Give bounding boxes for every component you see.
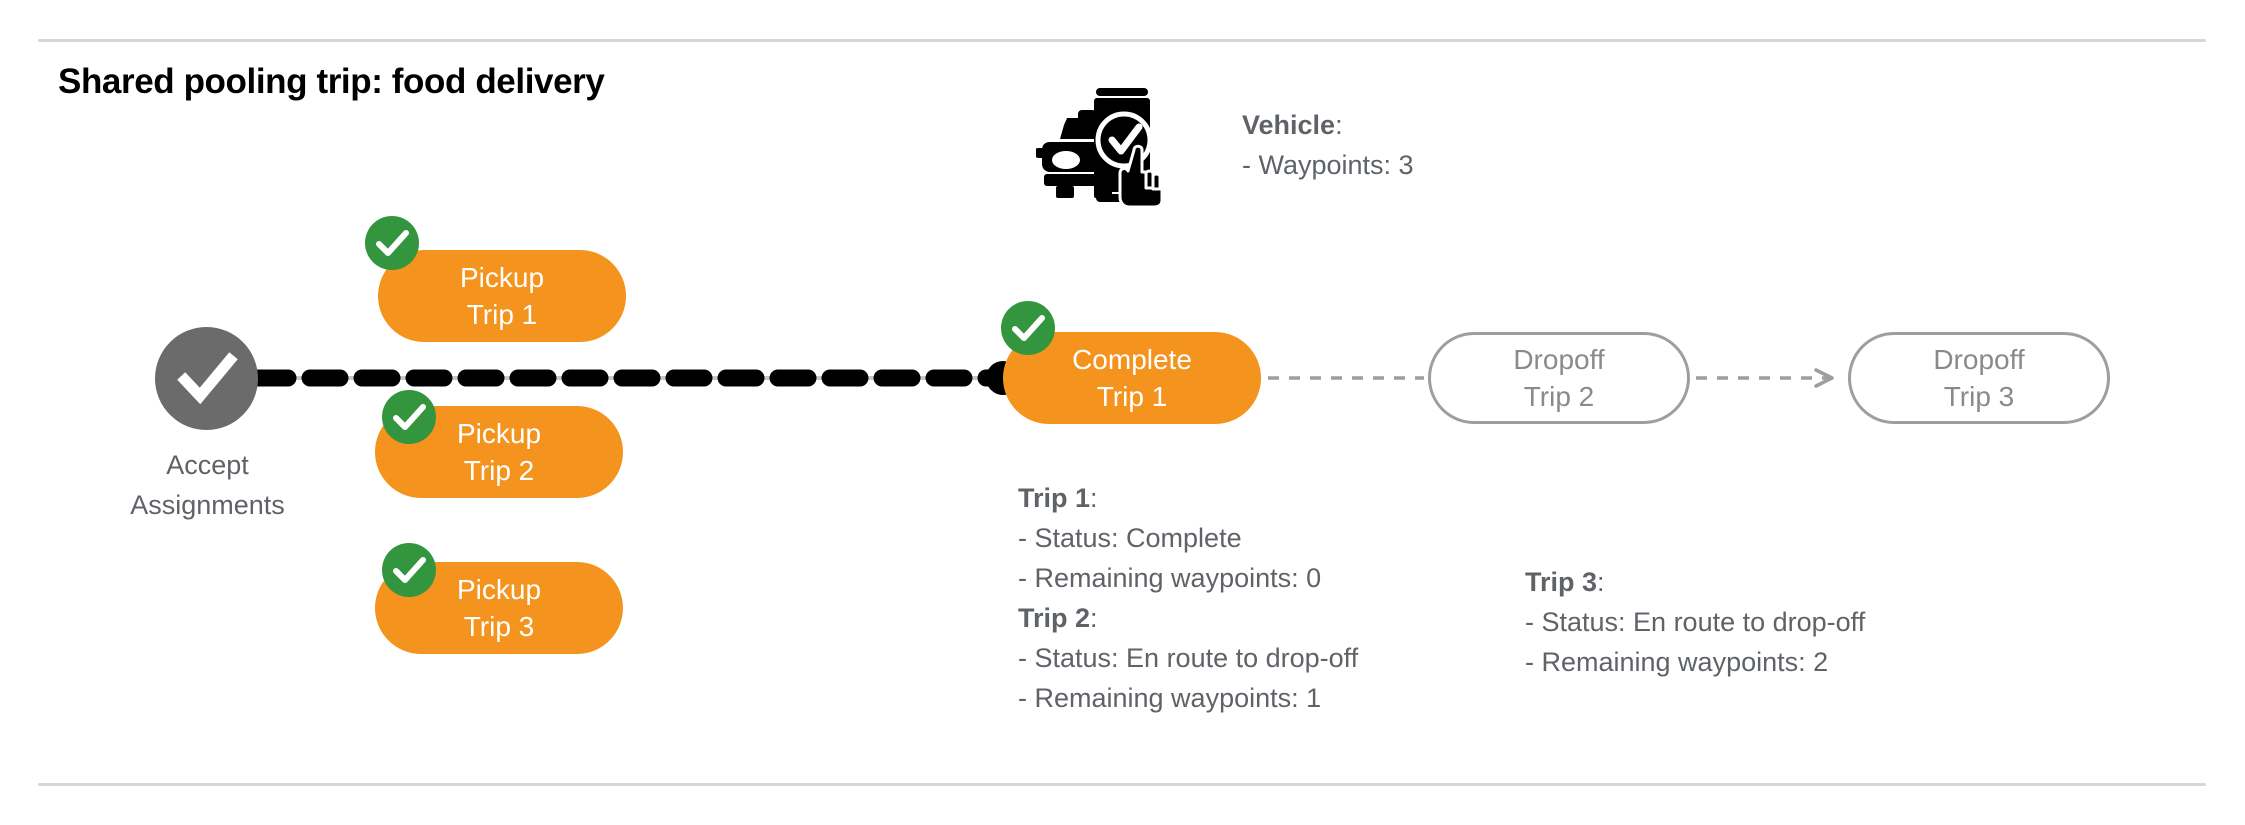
page-title: Shared pooling trip: food delivery xyxy=(58,62,605,101)
arrowhead-icon xyxy=(1814,368,1834,388)
vehicle-label-colon: : xyxy=(1335,110,1343,140)
trip-details-right: Trip 3: - Status: En route to drop-off -… xyxy=(1525,562,1865,682)
node-dropoff-trip-3-line1: Dropoff xyxy=(1933,344,2025,375)
node-pickup-trip-2-line1: Pickup xyxy=(456,418,542,449)
node-pickup-trip-1[interactable]: Pickup Trip 1 xyxy=(378,250,626,342)
node-pickup-trip-3-line2: Trip 3 xyxy=(463,611,535,642)
vehicle-label-line: Vehicle: xyxy=(1242,105,1414,145)
top-divider xyxy=(38,39,2206,42)
vehicle-info: Vehicle: - Waypoints: 3 xyxy=(1242,105,1414,185)
check-badge-icon-pickup-trip-1 xyxy=(365,216,419,270)
trip-2-heading-line: Trip 2: xyxy=(1018,598,1358,638)
car-phone-check-icon xyxy=(1033,82,1191,209)
accept-assignments-node[interactable] xyxy=(155,327,258,430)
node-dropoff-trip-3[interactable]: Dropoff Trip 3 xyxy=(1848,332,2110,424)
accept-label-line-1: Accept xyxy=(166,450,249,480)
trip-3-status: - Status: En route to drop-off xyxy=(1525,607,1866,637)
trip-2-waypoints: - Remaining waypoints: 1 xyxy=(1018,683,1322,713)
bottom-divider xyxy=(38,783,2206,786)
node-pickup-trip-2-line2: Trip 2 xyxy=(463,455,535,486)
trip-details-left: Trip 1: - Status: Complete - Remaining w… xyxy=(1018,478,1358,718)
check-badge-icon-pickup-trip-2 xyxy=(382,390,436,444)
trip-2-heading-colon: : xyxy=(1090,603,1098,633)
check-badge-icon-complete-trip-1 xyxy=(1001,301,1055,355)
node-complete-trip-1-line1: Complete xyxy=(1072,344,1192,375)
trip-3-heading: Trip 3 xyxy=(1525,567,1598,597)
trip-1-heading-line: Trip 1: xyxy=(1018,478,1358,518)
trip-2-status: - Status: En route to drop-off xyxy=(1018,643,1359,673)
node-pickup-trip-1-line2: Trip 1 xyxy=(466,299,538,330)
check-circle-icon xyxy=(155,327,258,430)
trip-1-status: - Status: Complete xyxy=(1018,523,1242,553)
trip-2-heading: Trip 2 xyxy=(1018,603,1091,633)
trip-1-waypoints: - Remaining waypoints: 0 xyxy=(1018,563,1322,593)
node-dropoff-trip-2[interactable]: Dropoff Trip 2 xyxy=(1428,332,1690,424)
node-dropoff-trip-2-line2: Trip 2 xyxy=(1523,381,1595,412)
accept-label-line-2: Assignments xyxy=(130,490,285,520)
node-complete-trip-1[interactable]: Complete Trip 1 xyxy=(1003,332,1261,424)
check-badge-icon-pickup-trip-3 xyxy=(382,543,436,597)
trip-3-heading-colon: : xyxy=(1597,567,1605,597)
node-dropoff-trip-2-line1: Dropoff xyxy=(1513,344,1605,375)
node-dropoff-trip-3-line2: Trip 3 xyxy=(1943,381,2015,412)
vehicle-waypoints: - Waypoints: 3 xyxy=(1242,150,1414,180)
trip-3-waypoints: - Remaining waypoints: 2 xyxy=(1525,647,1829,677)
accept-assignments-label: Accept Assignments xyxy=(75,445,340,525)
node-complete-trip-1-line2: Trip 1 xyxy=(1096,381,1168,412)
vehicle-label: Vehicle xyxy=(1242,110,1336,140)
node-pickup-trip-1-line1: Pickup xyxy=(459,262,545,293)
node-pickup-trip-3-line1: Pickup xyxy=(456,574,542,605)
trip-1-heading: Trip 1 xyxy=(1018,483,1091,513)
trip-3-heading-line: Trip 3: xyxy=(1525,562,1865,602)
trip-1-heading-colon: : xyxy=(1090,483,1098,513)
